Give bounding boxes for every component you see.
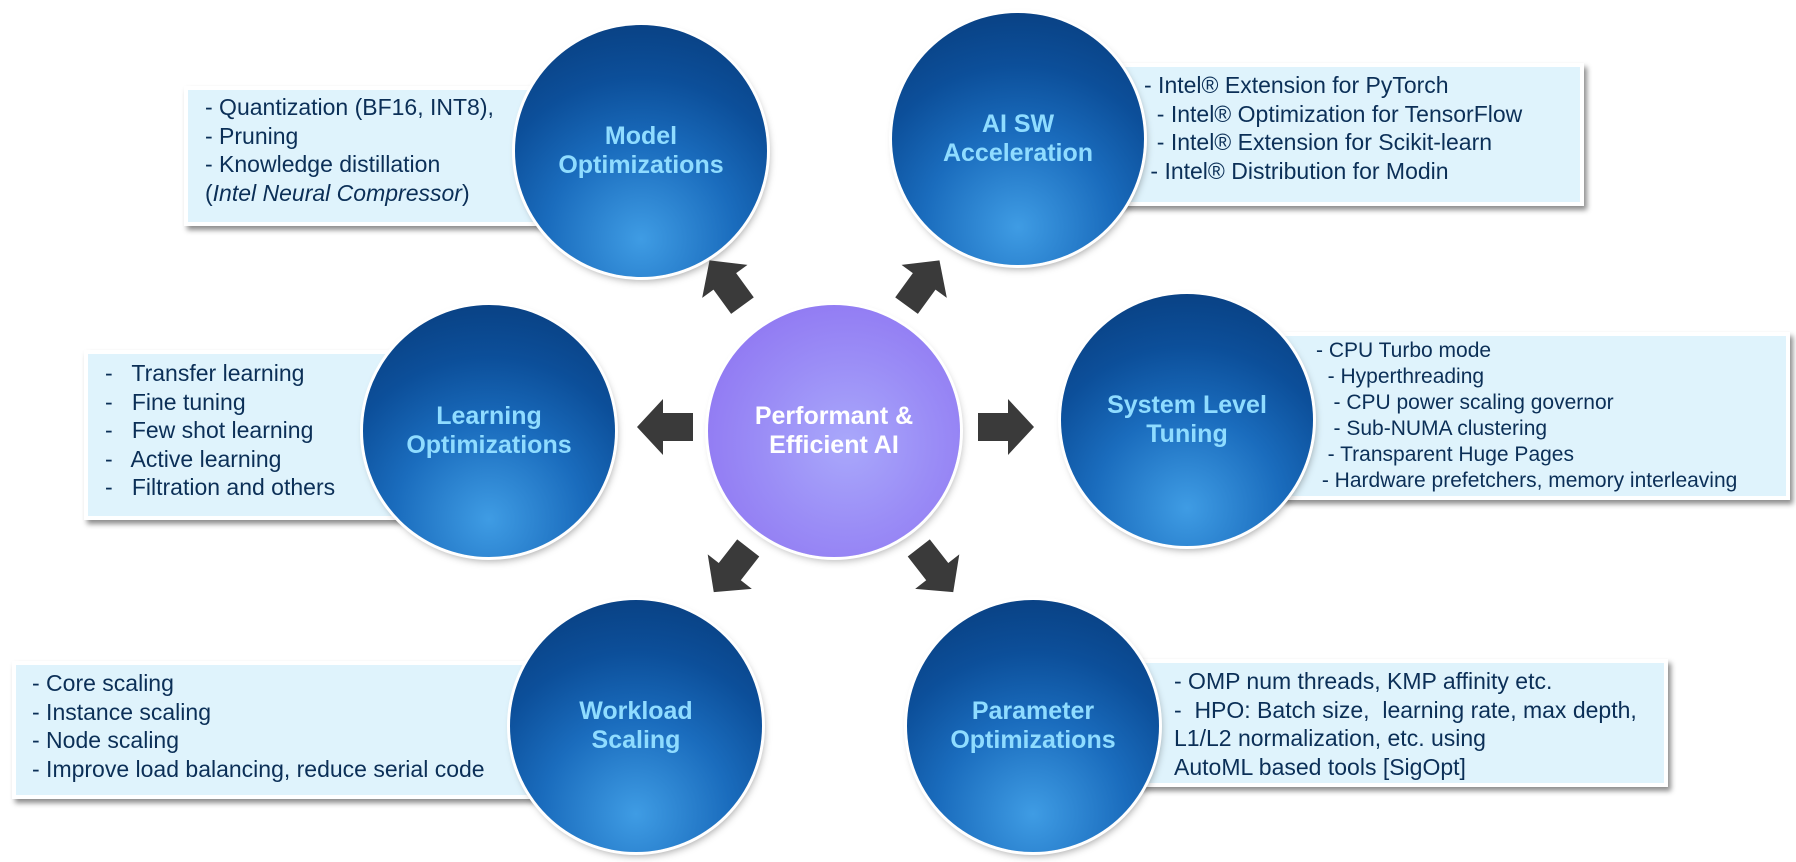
model-item-1: - Quantization (BF16, INT8), — [205, 94, 494, 120]
note-tool-name: Intel Neural Compressor — [212, 179, 462, 206]
learning-item-5: - Filtration and others — [105, 474, 336, 500]
arrow-to-parameter-optimizations — [894, 528, 978, 612]
model-item-2: - Pruning — [205, 122, 299, 149]
arrow-to-workload-scaling — [689, 528, 773, 612]
system-title-line2: Tuning — [1146, 420, 1228, 448]
aisw-item-2: - Intel® Optimization for TensorFlow — [1144, 100, 1523, 127]
center-line1: Performant & — [754, 402, 914, 430]
model-item-4: (Intel Neural Compressor) — [205, 179, 538, 208]
note-open: ( — [205, 179, 213, 206]
workload-scaling-box: - Core scaling - Instance scaling - Node… — [12, 661, 542, 799]
arrow-to-ai-sw-acceleration — [881, 241, 965, 325]
arrow-to-learning-optimizations — [635, 397, 695, 457]
system-item-6: - Hardware prefetchers, memory interleav… — [1316, 469, 1738, 492]
arrow-to-system-level-tuning — [976, 397, 1036, 457]
parameter-item-3: L1/L2 normalization, etc. using — [1174, 725, 1486, 751]
system-item-1: - CPU Turbo mode — [1316, 339, 1492, 362]
system-item-3: - CPU power scaling governor — [1316, 391, 1614, 414]
aisw-item-3: - Intel® Extension for Scikit-learn — [1144, 129, 1493, 155]
workload-item-2: - Instance scaling — [32, 698, 211, 725]
workload-title-line2: Scaling — [591, 726, 681, 754]
center-line2: Efficient AI — [769, 431, 899, 459]
parameter-optimizations-box: - OMP num threads, KMP affinity etc. - H… — [1120, 659, 1668, 787]
performant-efficient-ai-node: Performant &Efficient AI — [708, 305, 960, 557]
workload-item-3: - Node scaling — [32, 727, 180, 753]
system-item-4: - Sub-NUMA clustering — [1316, 417, 1548, 440]
aisw-item-4: - Intel® Distribution for Modin — [1144, 157, 1449, 184]
system-title-line1: System Level — [1107, 391, 1267, 419]
workload-item-4: - Improve load balancing, reduce serial … — [32, 755, 485, 782]
model-item-3: - Knowledge distillation — [205, 151, 441, 177]
system-item-5: - Transparent Huge Pages — [1316, 443, 1574, 466]
parameter-title-line1: Parameter — [971, 697, 1095, 725]
workload-item-1: - Core scaling — [32, 670, 174, 696]
learning-item-1: - Transfer learning — [105, 360, 305, 386]
learning-title-line1: Learning — [436, 402, 542, 430]
learning-item-3: - Few shot learning — [105, 417, 314, 443]
model-optimizations-box: - Quantization (BF16, INT8), - Pruning -… — [184, 86, 542, 226]
learning-item-4: - Active learning — [105, 445, 282, 472]
aisw-title-line1: AI SW — [981, 110, 1055, 138]
learning-title-line2: Optimizations — [406, 431, 572, 459]
arrow-to-model-optimizations — [684, 241, 768, 325]
aisw-item-1: - Intel® Extension for PyTorch — [1144, 72, 1449, 98]
note-close: ) — [461, 179, 470, 206]
ai-sw-acceleration-box: - Intel® Extension for PyTorch - Intel® … — [1106, 63, 1584, 206]
aisw-title-line2: Acceleration — [942, 139, 1094, 167]
parameter-item-2: - HPO: Batch size, learning rate, max de… — [1174, 696, 1637, 723]
learning-item-2: - Fine tuning — [105, 388, 246, 415]
model-title-line1: Model — [604, 122, 678, 150]
system-level-tuning-box: - CPU Turbo mode - Hyperthreading - CPU … — [1280, 332, 1790, 500]
parameter-title-line2: Optimizations — [950, 726, 1116, 754]
system-item-2: - Hyperthreading — [1316, 365, 1485, 388]
parameter-item-4: AutoML based tools [SigOpt] — [1174, 753, 1466, 780]
parameter-item-1: - OMP num threads, KMP affinity etc. — [1174, 668, 1553, 694]
model-title-line2: Optimizations — [558, 151, 724, 179]
workload-title-line1: Workload — [579, 697, 693, 725]
